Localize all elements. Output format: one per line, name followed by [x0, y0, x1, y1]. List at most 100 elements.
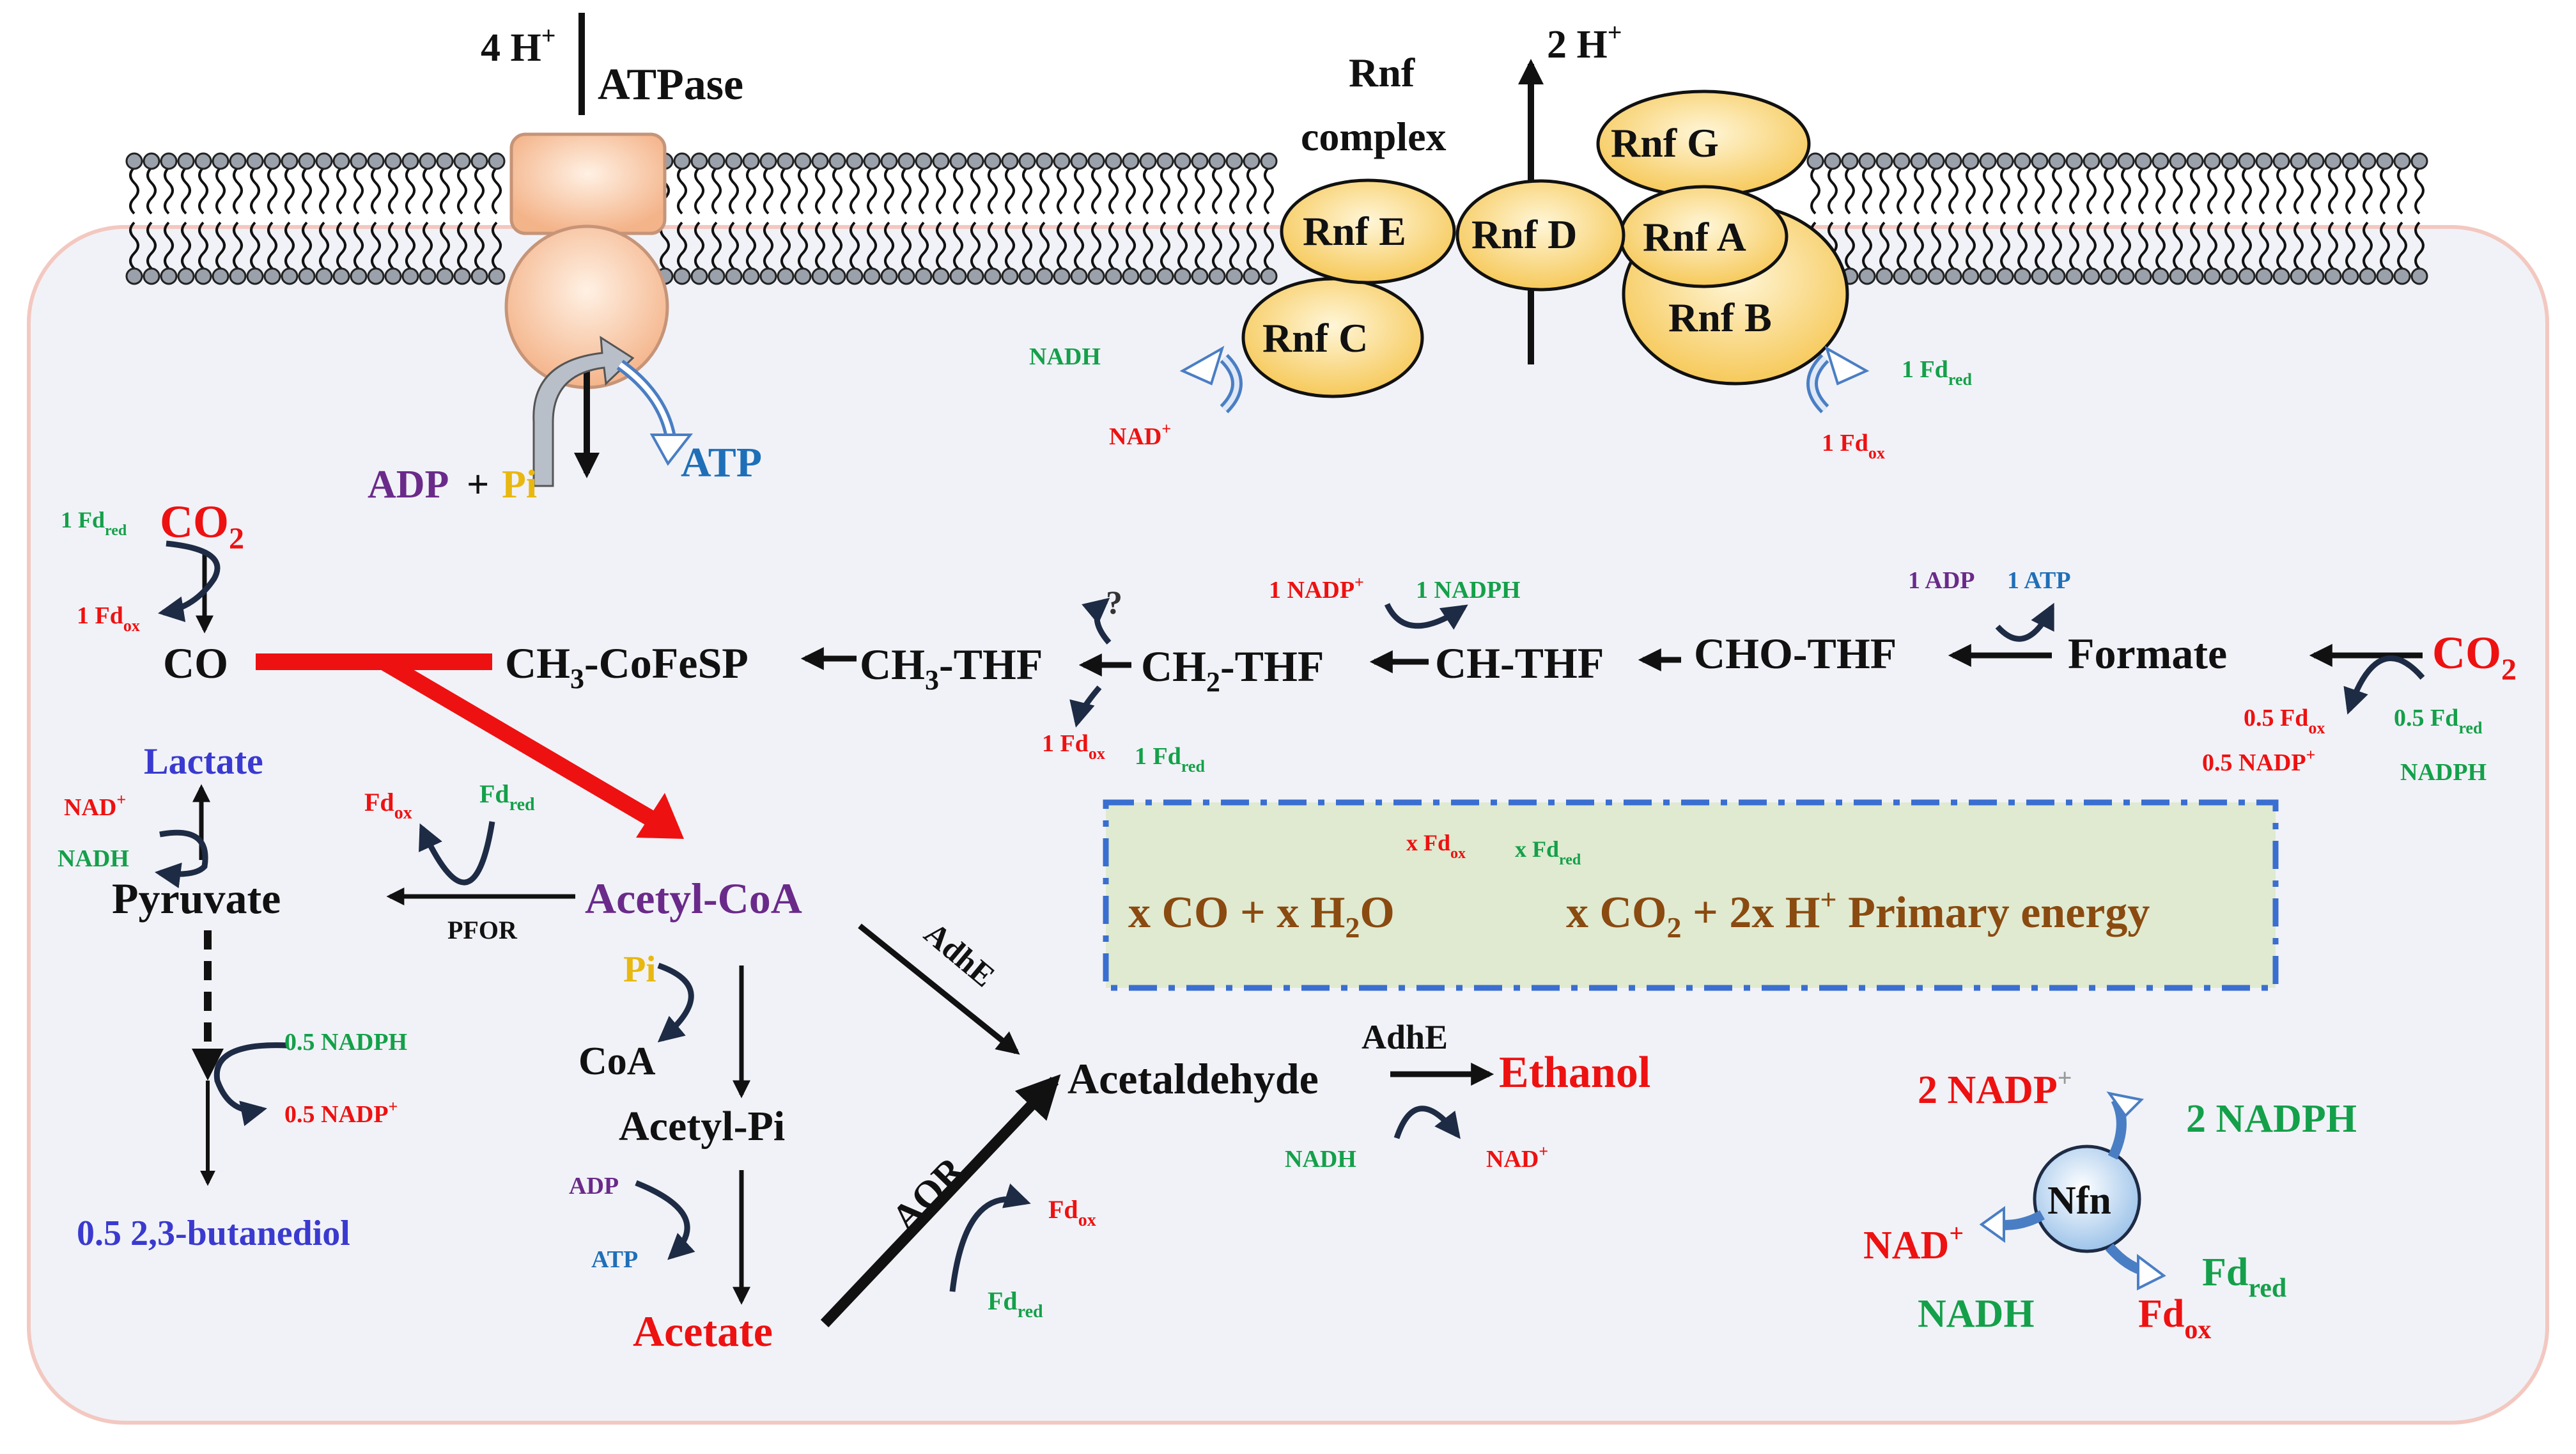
aor-fd-ox: Fdox: [1048, 1195, 1096, 1230]
lipid-head: [229, 267, 247, 285]
lipid-head: [1018, 267, 1036, 285]
lipid-head: [1875, 152, 1893, 170]
lipid-head: [1243, 267, 1261, 285]
lipid-head: [828, 152, 846, 170]
lipid-head: [1841, 152, 1859, 170]
lipid-head: [984, 152, 1002, 170]
lipid-head: [1944, 267, 1962, 285]
nfn-nadp: 2 NADP+: [1918, 1063, 2072, 1112]
lipid-head: [880, 267, 898, 285]
lipid-head: [673, 267, 691, 285]
rnf-protons: 2 H+: [1547, 18, 1622, 66]
lipid-head: [759, 152, 777, 170]
pfor-label: PFOR: [447, 916, 518, 944]
lipid-head: [2117, 267, 2135, 285]
lipid-head: [2186, 152, 2204, 170]
lipid-head: [1174, 267, 1191, 285]
rnf-a-label: Rnf A: [1643, 214, 1746, 260]
lipid-head: [2359, 152, 2377, 170]
lipid-head: [246, 267, 264, 285]
co-co2: CO2: [160, 496, 244, 556]
acetyl-coa: Acetyl-CoA: [585, 874, 802, 923]
lipid-head: [949, 267, 967, 285]
lipid-head: [1824, 152, 1842, 170]
wl-nadph: 1 NADPH: [1416, 577, 1521, 604]
energy-left: x CO + x H2O: [1128, 888, 1395, 944]
atpase: [504, 13, 694, 487]
pyruvate: Pyruvate: [112, 874, 281, 923]
lipid-head: [367, 267, 385, 285]
lipid-head: [125, 267, 143, 285]
pi-label-2: Pi: [623, 948, 656, 990]
lipid-head: [1156, 267, 1174, 285]
atpase-f0: [509, 132, 667, 235]
rnf-g-label: Rnf G: [1611, 120, 1719, 166]
lipid-head: [1070, 267, 1088, 285]
lipid-head: [1858, 152, 1876, 170]
lipid-head: [2134, 152, 2152, 170]
lipid-head: [229, 152, 247, 170]
lipid-head: [846, 267, 864, 285]
lipid-head: [401, 152, 419, 170]
lipid-head: [470, 267, 488, 285]
lipid-head: [690, 152, 708, 170]
membrane: [125, 152, 2428, 285]
lipid-head: [1893, 267, 1911, 285]
lipid-head: [315, 267, 333, 285]
lipid-head: [1910, 267, 1928, 285]
lipid-head: [160, 152, 178, 170]
lipid-head: [897, 267, 915, 285]
lipid-head: [401, 267, 419, 285]
lipid-head: [350, 267, 368, 285]
lipid-head: [2117, 152, 2135, 170]
rnf-b-label: Rnf B: [1668, 295, 1772, 340]
lipid-head: [177, 267, 195, 285]
lipid-head: [2324, 152, 2342, 170]
lipid-head: [2134, 267, 2152, 285]
lipid-head: [1001, 267, 1019, 285]
lipid-head: [212, 152, 229, 170]
question-mark: ?: [1106, 585, 1122, 621]
lipid-tails: [1810, 166, 2425, 270]
lipid-head: [794, 152, 812, 170]
lipid-head: [2341, 152, 2359, 170]
atp-label-2: ATP: [591, 1246, 638, 1273]
acetyl-pi: Acetyl-Pi: [619, 1103, 785, 1150]
lipid-head: [160, 267, 178, 285]
lipid-head: [2013, 152, 2031, 170]
lipid-head: [488, 267, 506, 285]
wl-adp: 1 ADP: [1908, 567, 1975, 594]
lipid-head: [1243, 152, 1261, 170]
lipid-head: [2186, 267, 2204, 285]
lipid-head: [1979, 152, 1997, 170]
lipid-head: [436, 267, 454, 285]
lipid-head: [2238, 267, 2256, 285]
lipid-head: [1996, 267, 2014, 285]
nfn-nadh: NADH: [1918, 1292, 2035, 1336]
lipid-head: [470, 152, 488, 170]
lipid-head: [298, 267, 316, 285]
pfor-fd-ox: Fdox: [364, 788, 412, 823]
rnf-d-subunit: [1455, 179, 1626, 292]
wl-fd-red-half: 0.5 Fdred: [2394, 705, 2483, 737]
lipid-head: [2376, 267, 2394, 285]
energy-box: [1103, 799, 2279, 991]
lipid-head: [915, 267, 933, 285]
lipid-head: [863, 152, 881, 170]
lactate-nad: NAD+: [64, 790, 126, 821]
adhe-diagonal-arrow: [858, 923, 1020, 1055]
lipid-head: [966, 267, 984, 285]
energy-fd-ox: x Fdox: [1406, 830, 1466, 862]
lipid-head: [1191, 267, 1209, 285]
lipid-head: [263, 152, 281, 170]
lipid-head: [2255, 152, 2273, 170]
lipid-head: [2048, 152, 2066, 170]
aor-arrow: [820, 1074, 1061, 1327]
lipid-head: [1087, 152, 1105, 170]
lipid-head: [2341, 267, 2359, 285]
lipid-head: [1105, 267, 1122, 285]
lipid-head: [1910, 152, 1928, 170]
rnf-title-2: complex: [1301, 114, 1447, 159]
lipid-head: [1260, 152, 1278, 170]
